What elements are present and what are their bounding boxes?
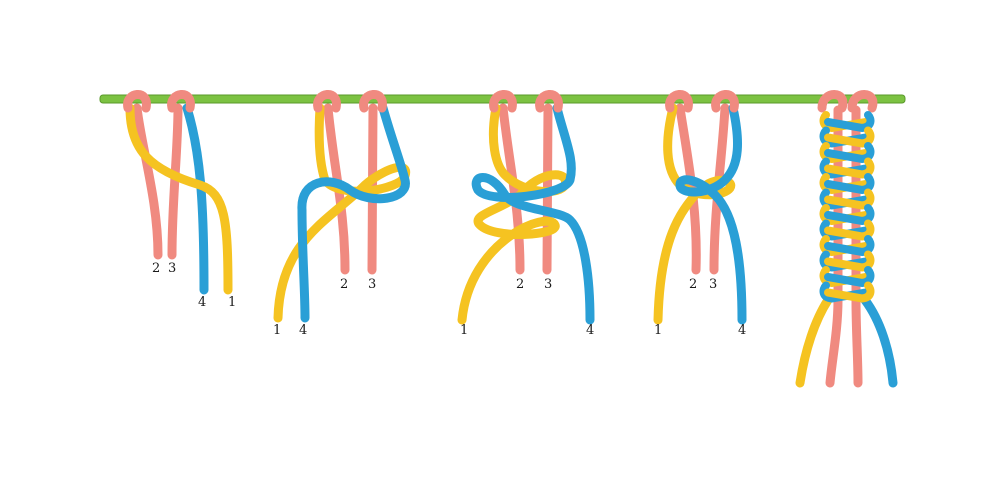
sinnet-knot-right-loop xyxy=(824,111,875,133)
step4-label-3: 3 xyxy=(709,277,717,292)
step4-label-2: 2 xyxy=(689,277,697,292)
sinnet-knot-right-loop xyxy=(824,126,875,148)
sinnet-knot-left-loop xyxy=(819,250,870,272)
sinnet-knot-right-loop xyxy=(824,250,875,272)
sinnet-knot-left-loop xyxy=(819,111,870,133)
sinnet-knot-left-loop xyxy=(819,219,870,241)
sinnet-knot-right-loop xyxy=(824,235,875,257)
step-1-setup: 2 3 4 1 xyxy=(123,90,236,310)
step4-label-1: 1 xyxy=(654,323,662,338)
sinnet-knot-left-loop xyxy=(819,266,870,288)
step2-label-3: 3 xyxy=(368,277,376,292)
step3-label-1: 1 xyxy=(460,323,468,338)
sinnet-knot-left-loop xyxy=(819,188,870,210)
step-5-finished-sinnet xyxy=(795,90,898,388)
step1-label-2: 2 xyxy=(152,261,160,276)
sinnet-knot-right-loop xyxy=(824,281,875,303)
step2-label-1: 1 xyxy=(273,323,281,338)
sinnet-knot-right-loop xyxy=(824,173,875,195)
step-3-second-cross: 1 2 3 4 xyxy=(457,90,595,338)
sinnet-knot-right-loop xyxy=(824,204,875,226)
sinnet-knot-left-loop xyxy=(819,235,870,257)
sinnet-knot-left-loop xyxy=(819,204,870,226)
sinnet-knot-right-loop xyxy=(824,266,875,288)
step3-label-4: 4 xyxy=(586,323,594,338)
sinnet-knot-right-loop xyxy=(824,157,875,179)
sinnet-knot-right-loop xyxy=(824,188,875,210)
step3-label-3: 3 xyxy=(544,277,552,292)
sinnet-knot-left-loop xyxy=(819,173,870,195)
sinnet-knot-left-loop xyxy=(819,281,870,303)
sinnet-knot-left-loop xyxy=(819,157,870,179)
step1-label-1: 1 xyxy=(228,295,236,310)
step1-label-4: 4 xyxy=(198,295,206,310)
sinnet-knot-left-loop xyxy=(819,142,870,164)
step2-label-2: 2 xyxy=(340,277,348,292)
step1-label-3: 3 xyxy=(168,261,176,276)
step2-label-4: 4 xyxy=(299,323,307,338)
step3-label-2: 2 xyxy=(516,277,524,292)
sinnet-knot-left-loop xyxy=(819,126,870,148)
sinnet-knot-right-loop xyxy=(824,219,875,241)
step-4-tightened-knot: 1 2 3 4 xyxy=(653,90,747,338)
sinnet-knot-right-loop xyxy=(824,142,875,164)
step4-label-4: 4 xyxy=(738,323,746,338)
step-2-first-cross: 1 4 2 3 xyxy=(273,90,411,338)
